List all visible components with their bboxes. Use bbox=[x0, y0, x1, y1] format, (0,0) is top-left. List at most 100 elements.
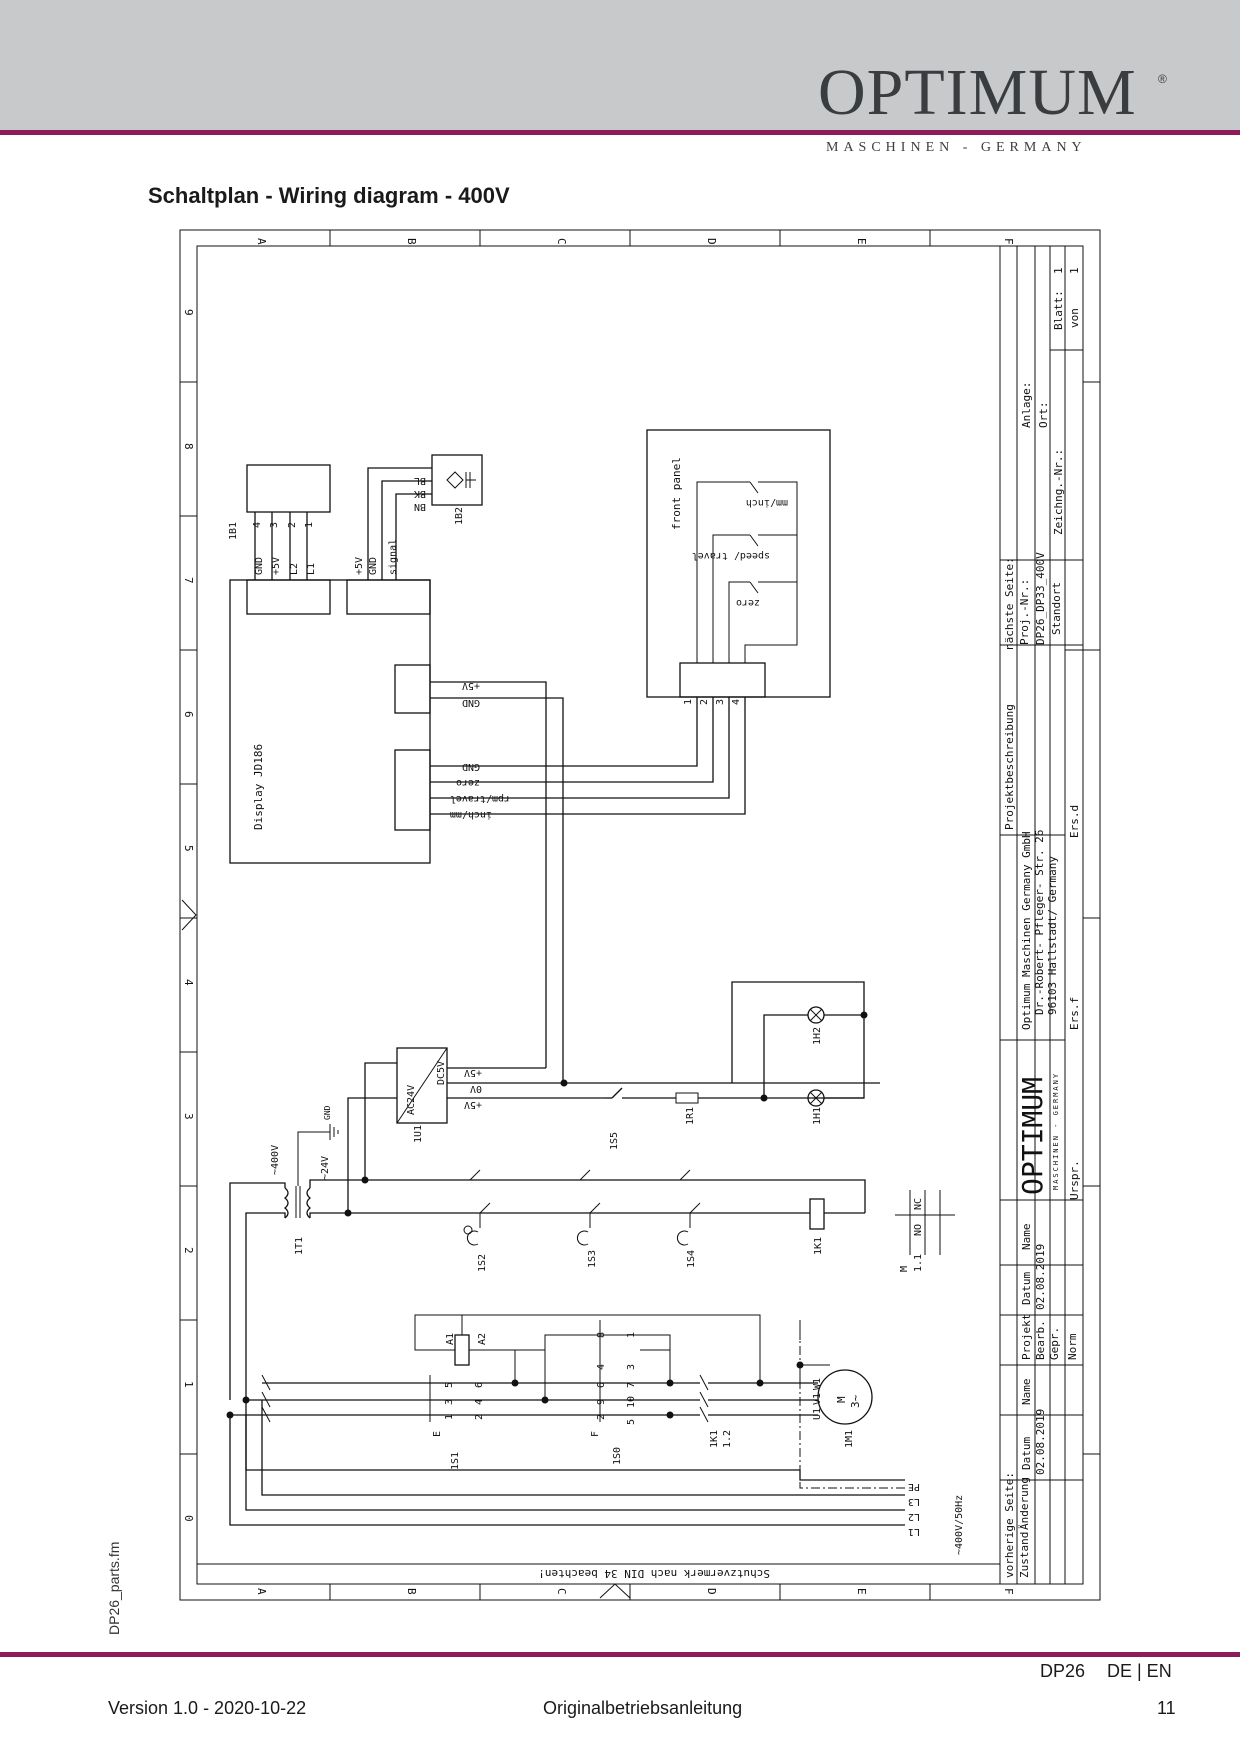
optimum-logo: OPTIMUM bbox=[818, 56, 1137, 129]
psu-output: DC5V bbox=[436, 1061, 447, 1085]
transformer-1t1 bbox=[229, 1124, 866, 1415]
bus-l2: L2 bbox=[908, 1511, 920, 1522]
tb-urspr: Urspr. bbox=[1068, 1160, 1081, 1200]
fp-button-mm-inch: mm/inch bbox=[746, 497, 788, 508]
front-panel-wires bbox=[430, 681, 746, 1083]
protection-note: Schutzvermerk nach DIN 34 beachten! bbox=[538, 1567, 770, 1580]
switch-1s0-pin-8: 8 bbox=[596, 1332, 607, 1338]
resistor-1r1-name: 1R1 bbox=[685, 1107, 696, 1125]
fp-pin-4: 4 bbox=[731, 699, 742, 705]
tb-name-1: Name bbox=[1020, 1224, 1033, 1251]
transformer-name: 1T1 bbox=[294, 1237, 305, 1255]
motor-m: M bbox=[835, 1396, 848, 1403]
front-panel-labels: front panel mm/inch speed/ travel zero 1… bbox=[670, 457, 788, 705]
tb-blatt: Blatt: bbox=[1052, 290, 1065, 330]
transformer-secondary: ~24V bbox=[320, 1156, 331, 1180]
header-rule bbox=[0, 130, 1240, 135]
relay-a1: A1 bbox=[445, 1333, 456, 1345]
switch-1s0-pin-7: 7 bbox=[626, 1382, 637, 1388]
tb-von: von bbox=[1068, 308, 1081, 328]
col-label-1: 1 bbox=[182, 1381, 195, 1388]
tb-datum-2: Datum bbox=[1020, 1437, 1033, 1470]
tb-projektbeschreibung: Projektbeschreibung bbox=[1003, 704, 1016, 830]
legend-m-ref: 1.1 bbox=[913, 1254, 924, 1272]
tb-aenderung: Änderung bbox=[1018, 1477, 1031, 1530]
tb-company-line1: Optimum Maschinen Germany GmbH bbox=[1020, 831, 1033, 1030]
title-block-text: nächste Seite: Proj.-Nr.: DP26_DP33_400V… bbox=[1003, 267, 1081, 1578]
tb-blatt-value: 1 bbox=[1052, 267, 1065, 274]
tb-ersd: Ers.d bbox=[1068, 805, 1081, 838]
tb-ersf: Ers.f bbox=[1068, 997, 1081, 1030]
row-label-top-a: A bbox=[255, 238, 268, 245]
fp-pin-2: 2 bbox=[699, 699, 710, 705]
drawing-frame bbox=[179, 229, 1101, 1601]
logo-registered-mark: ® bbox=[1158, 72, 1167, 86]
col-label-7: 7 bbox=[182, 577, 195, 584]
power-labels: 1S1 5 3 1 6 4 2 E A1 A2 1S0 8 4 6 9 2 1 … bbox=[432, 1332, 965, 1555]
sensor-1b2-gnd: GND bbox=[368, 557, 379, 575]
tb-date-2: 02.08.2019 bbox=[1034, 1409, 1047, 1475]
row-label-bottom-e: E bbox=[855, 1588, 868, 1595]
legend-m: M bbox=[899, 1266, 910, 1272]
row-label-top-d: D bbox=[705, 238, 718, 245]
tb-bearb: Bearb. bbox=[1034, 1320, 1047, 1360]
frame-column-labels: 0 1 2 3 4 5 6 7 8 9 bbox=[182, 309, 195, 1522]
sensor-1b2 bbox=[346, 454, 483, 615]
display-pin-labels: +5V GND GND zero rpm/travel inch/mm bbox=[450, 680, 510, 820]
switch-1s1-pin-2: 2 bbox=[474, 1414, 485, 1420]
tb-zustand: Zustand bbox=[1018, 1532, 1031, 1578]
sensor-1b1-name: 1B1 bbox=[228, 522, 239, 540]
control-switches bbox=[463, 1169, 865, 1246]
bus-l1: L1 bbox=[908, 1526, 920, 1537]
transformer-labels: 1T1 ~400V ~24V GND bbox=[270, 1105, 332, 1255]
switch-1s1-pin-4: 4 bbox=[474, 1399, 485, 1405]
motor-w1: W1 bbox=[812, 1378, 823, 1390]
switch-1s1-name: 1S1 bbox=[450, 1452, 461, 1470]
row-label-bottom-a: A bbox=[255, 1588, 268, 1595]
psu-pin-0v: 0V bbox=[470, 1083, 482, 1094]
motor-v1: V1 bbox=[812, 1393, 823, 1405]
tb-gepr: Gepr. bbox=[1048, 1327, 1061, 1360]
switch-1s5-name: 1S5 bbox=[609, 1132, 620, 1150]
display-jd186 bbox=[229, 579, 431, 864]
row-label-bottom-c: C bbox=[555, 1588, 568, 1595]
row-label-top-c: C bbox=[555, 238, 568, 245]
title-block bbox=[999, 246, 1083, 1584]
display-name: Display JD186 bbox=[252, 744, 265, 830]
switch-1s4-name: 1S4 bbox=[686, 1250, 697, 1268]
fp-pin-1: 1 bbox=[683, 699, 694, 705]
sensor-1b1-l2: L2 bbox=[289, 563, 300, 575]
tb-zeichng: Zeichng.-Nr.: bbox=[1052, 449, 1065, 535]
switch-1s0-pin-1: 1 bbox=[626, 1332, 637, 1338]
switch-1s1-pin-5: 5 bbox=[444, 1382, 455, 1388]
psu-name: 1U1 bbox=[413, 1125, 424, 1143]
col-label-5: 5 bbox=[182, 845, 195, 852]
tb-datum-1: Datum bbox=[1020, 1272, 1033, 1305]
page-title: Schaltplan - Wiring diagram - 400V bbox=[148, 183, 510, 208]
relay-a2: A2 bbox=[477, 1333, 488, 1345]
col-label-8: 8 bbox=[182, 443, 195, 450]
col-label-9: 9 bbox=[182, 309, 195, 316]
sensor-1b2-bk: BK bbox=[414, 488, 426, 499]
tb-anlage: Anlage: bbox=[1020, 382, 1033, 428]
tb-norm: Norm bbox=[1066, 1333, 1079, 1360]
relay-1k1-name: 1K1 bbox=[813, 1237, 824, 1255]
footer-rule bbox=[0, 1652, 1240, 1657]
switch-1s1-pin-6: 6 bbox=[474, 1382, 485, 1388]
tb-proj-value: DP26_DP33_400V bbox=[1034, 552, 1047, 645]
col-label-3: 3 bbox=[182, 1113, 195, 1120]
switch-1s0-letter: F bbox=[590, 1431, 601, 1437]
legend-nc: NC bbox=[913, 1198, 924, 1210]
ground-label: GND bbox=[323, 1105, 332, 1120]
motor-name: 1M1 bbox=[844, 1430, 855, 1448]
fp-button-speed: speed/ travel bbox=[692, 550, 770, 561]
psu-input: AC24V bbox=[406, 1085, 417, 1115]
sensor-1b1-gnd: GND bbox=[254, 557, 265, 575]
supply-voltage: ~400V/50Hz bbox=[954, 1495, 965, 1555]
row-label-top-b: B bbox=[405, 238, 418, 245]
control-switch-labels: 1S2 1S3 1S4 1K1 bbox=[477, 1237, 824, 1272]
tb-logo: OPTIMUM bbox=[1016, 1077, 1049, 1195]
sensor-1b2-bl: BL bbox=[414, 475, 426, 486]
col-label-4: 4 bbox=[182, 979, 195, 986]
bus-pe: PE bbox=[908, 1481, 920, 1492]
